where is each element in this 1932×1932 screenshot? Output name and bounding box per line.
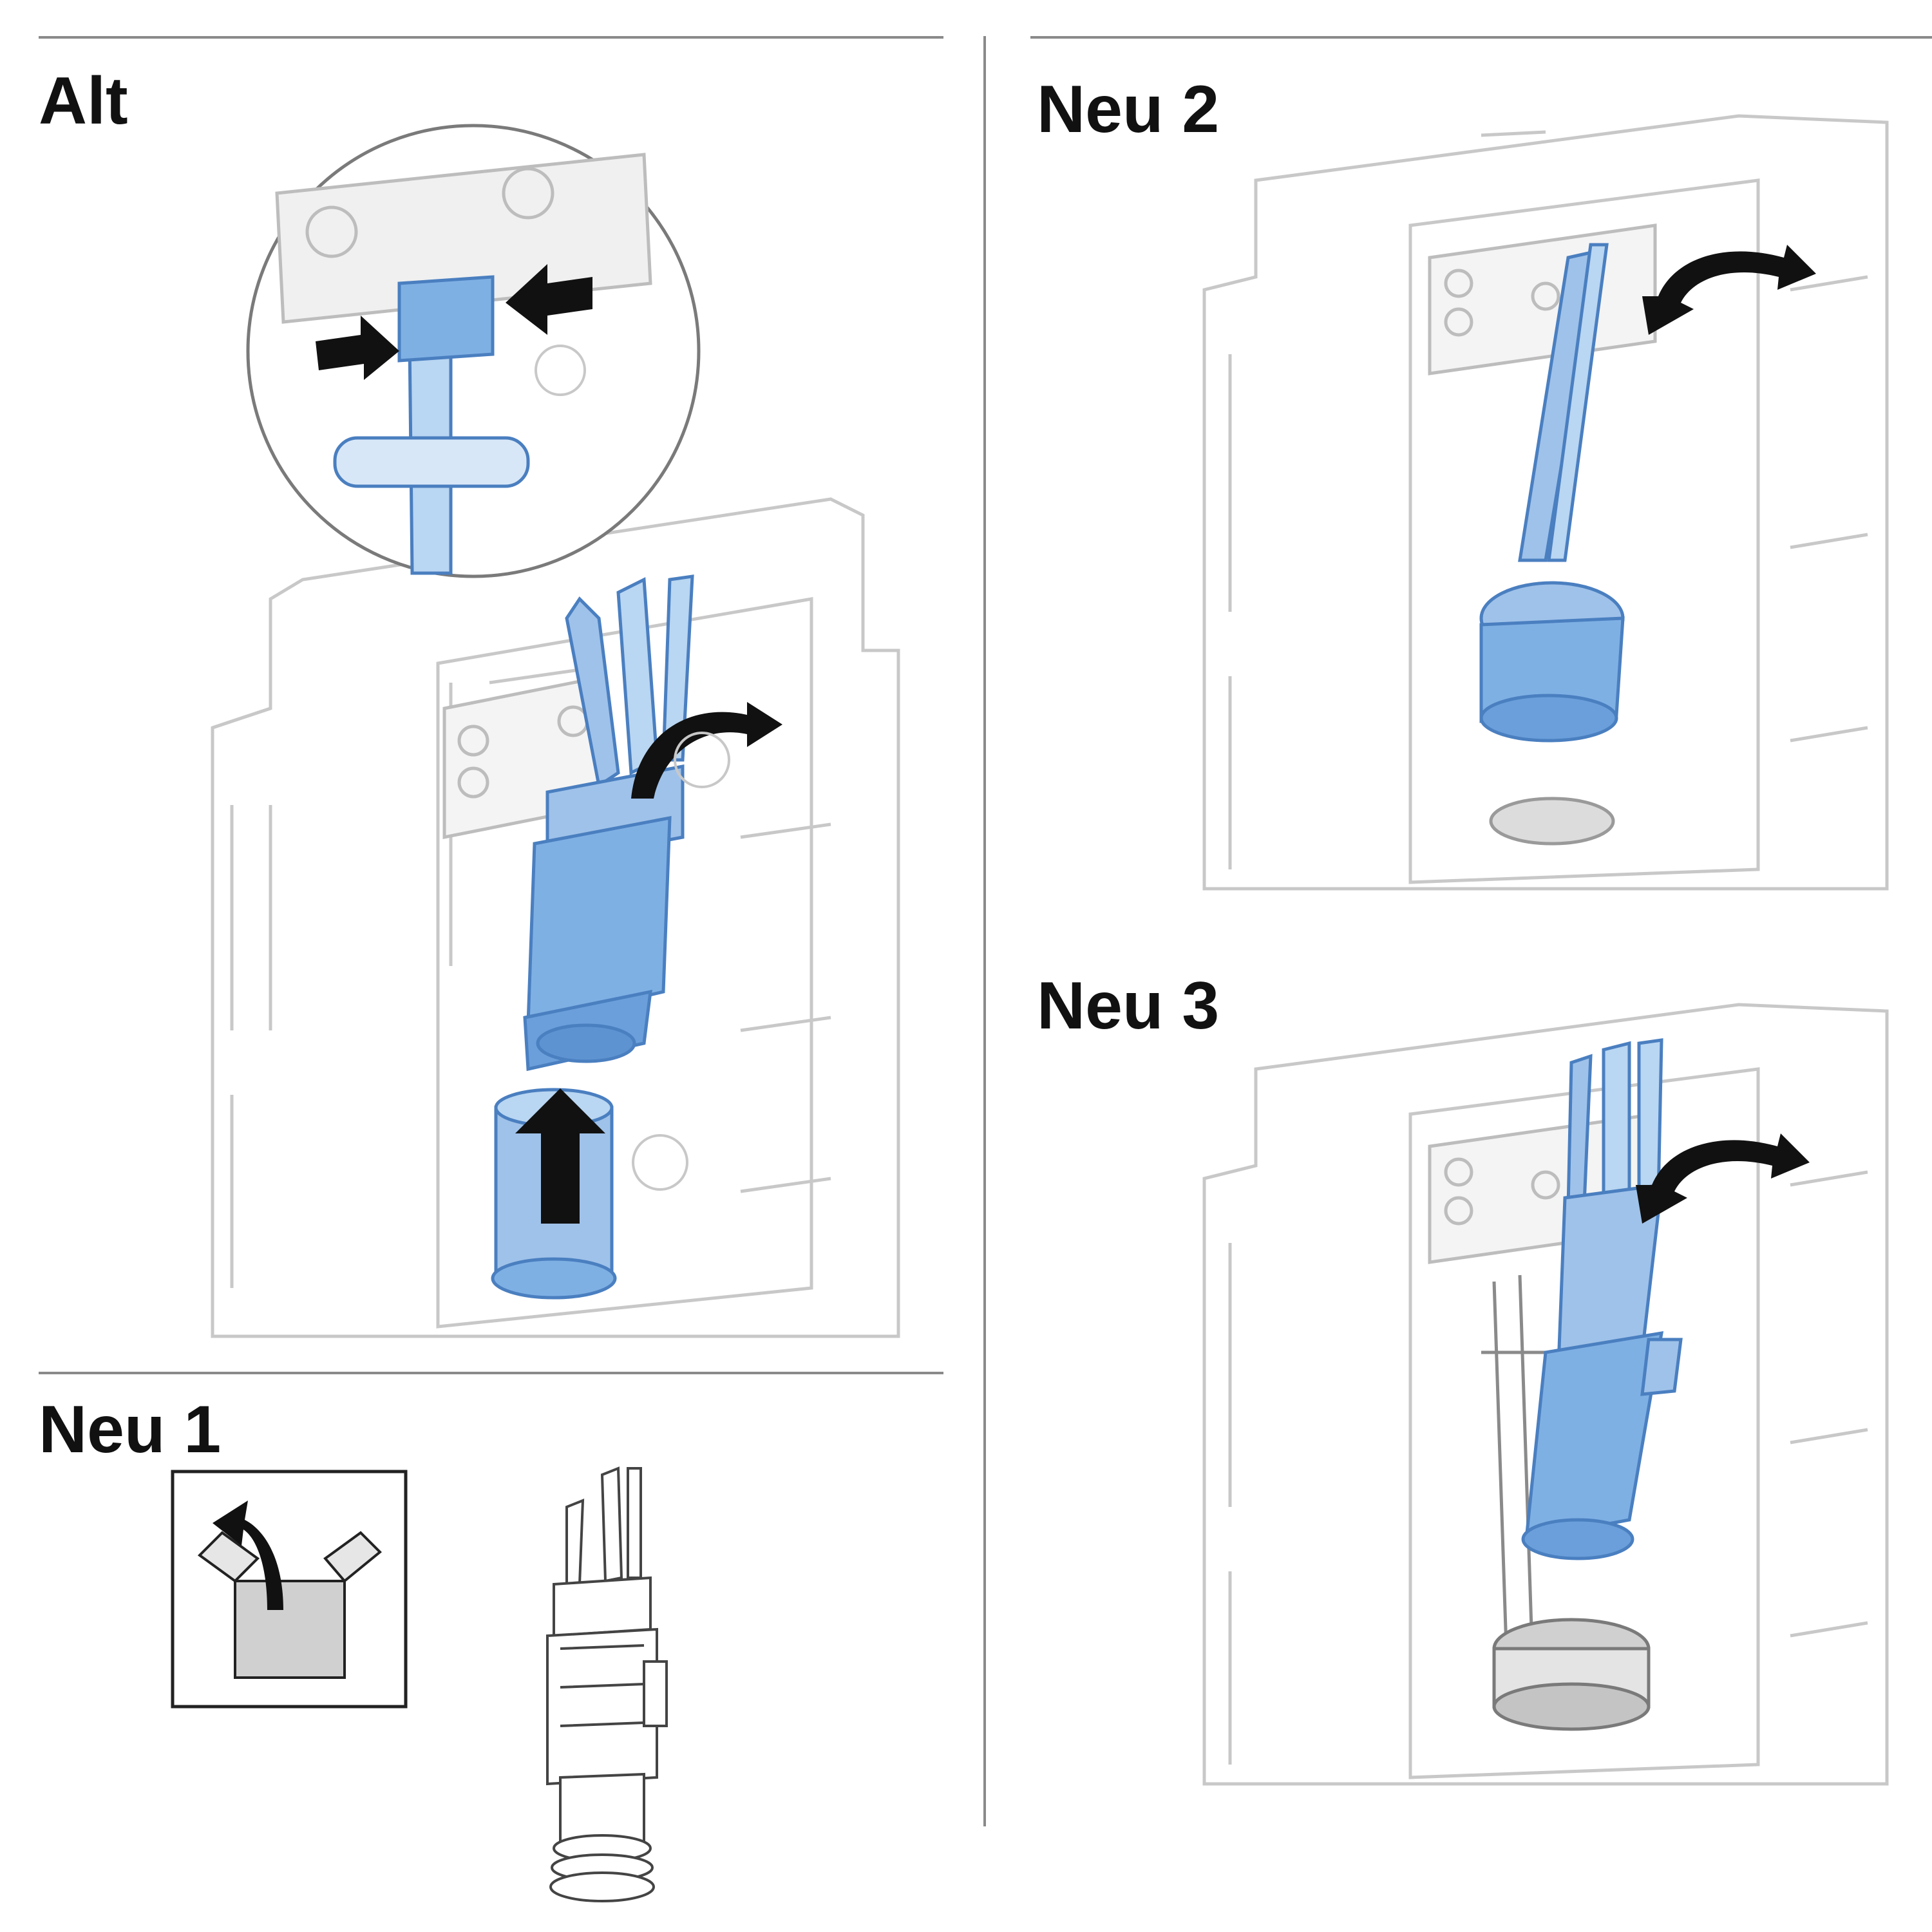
panel-title-alt: Alt: [39, 64, 128, 138]
top-rule-right: [1030, 36, 1932, 39]
new-flush-valve-drawing: [546, 1466, 668, 1902]
step-marker-icon: [632, 1134, 688, 1191]
center-divider: [983, 36, 986, 1826]
panel-title-neu-3: Neu 3: [1037, 969, 1220, 1043]
neu2-illustration: [1202, 114, 1889, 891]
swing-arrow-icon: [1642, 245, 1816, 335]
alt-flush-valve: [523, 574, 694, 1072]
middle-rule-left: [39, 1372, 943, 1374]
alt-cistern-frame: [211, 497, 900, 1338]
neu2-flush-valve: [1479, 243, 1625, 743]
press-arrows-icon: [506, 264, 592, 335]
panel-title-neu-1: Neu 1: [39, 1392, 222, 1467]
open-box-icon: [171, 1470, 408, 1709]
step-marker-icon: [674, 732, 730, 788]
neu3-illustration: [1202, 1003, 1889, 1786]
neu2-cistern-frame: [1202, 114, 1889, 891]
top-rule-left: [39, 36, 943, 39]
neu2-mounting-plate: [1428, 223, 1657, 375]
panel-title-neu-2: Neu 2: [1037, 72, 1220, 147]
neu2-drain-opening: [1489, 797, 1615, 846]
swing-arrow-icon: [631, 702, 782, 799]
neu3-cistern-frame: [1202, 1003, 1889, 1786]
alt-illustration: [211, 124, 900, 1338]
neu3-flush-valve: [1521, 1038, 1683, 1560]
lift-arrow-icon: [515, 1088, 605, 1224]
magnifier-circle-icon: [246, 124, 701, 578]
press-arrows-icon: [316, 316, 399, 380]
neu1-illustration: [171, 1466, 668, 1902]
neu3-gray-basket: [1492, 1618, 1651, 1731]
swing-arrow-icon: [1636, 1133, 1810, 1224]
